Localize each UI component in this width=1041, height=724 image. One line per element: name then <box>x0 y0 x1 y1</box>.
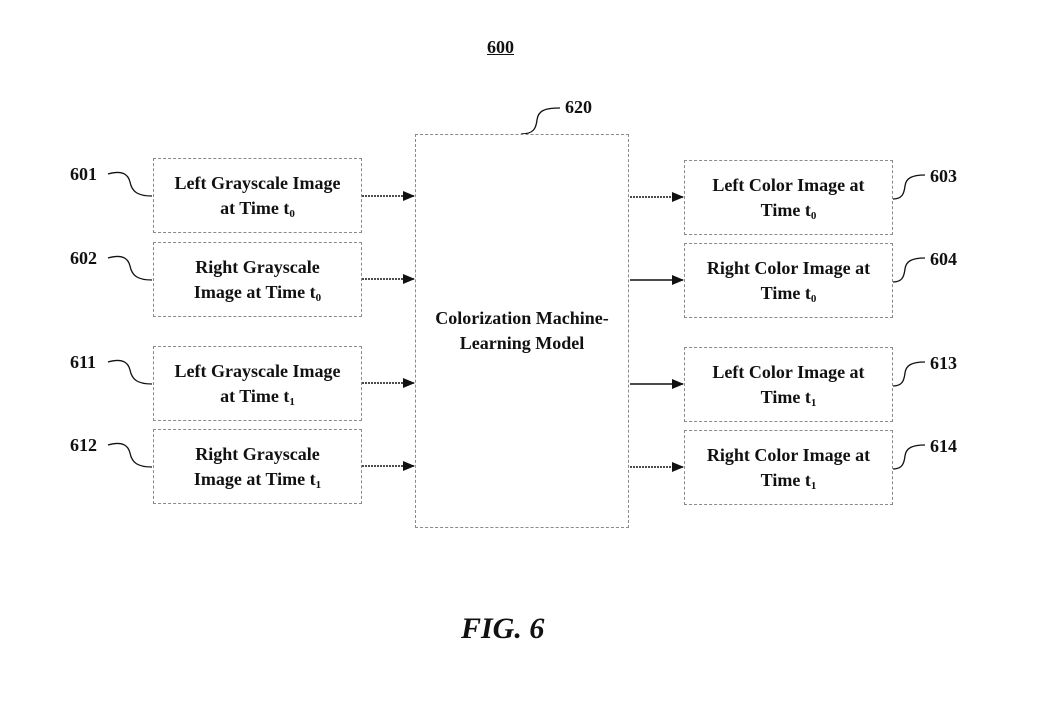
leader-611 <box>107 359 153 385</box>
output-box-line2: Time t <box>760 386 811 407</box>
model-label-line1: Colorization Machine- <box>435 308 609 328</box>
leader-613 <box>892 361 926 387</box>
leader-614 <box>892 444 926 470</box>
colorization-model-box: Colorization Machine- Learning Model <box>415 134 629 528</box>
leader-604 <box>892 257 926 283</box>
time-subscript: 0 <box>315 291 322 304</box>
ref-label-603: 603 <box>930 166 957 186</box>
output-box-line2: Time t <box>760 199 811 220</box>
output-box-line2: Time t <box>760 469 811 490</box>
output-box-line1: Right Color Image at <box>706 444 871 465</box>
input-box-line2: Image at Time t <box>193 468 316 489</box>
ref-label-601: 601 <box>70 164 97 184</box>
input-box-line1: Right Grayscale <box>195 256 320 277</box>
output-box-left-color-t0: Left Color Image at Time t0 <box>684 160 893 235</box>
time-subscript: 1 <box>810 479 817 492</box>
output-box-line2: Time t <box>760 282 811 303</box>
input-box-line2: at Time t <box>220 197 290 218</box>
time-subscript: 0 <box>810 209 817 222</box>
ref-label-611: 611 <box>70 352 97 372</box>
leader-603 <box>892 174 926 200</box>
input-box-left-grayscale-t1: Left Grayscale Image at Time t1 <box>153 346 362 421</box>
time-subscript: 1 <box>315 478 322 491</box>
input-box-line1: Left Grayscale Image <box>174 172 341 193</box>
time-subscript: 1 <box>289 395 295 408</box>
time-subscript: 0 <box>289 207 295 220</box>
ref-label-602: 602 <box>70 248 97 268</box>
leader-620 <box>520 107 561 135</box>
figure-number: 600 <box>487 37 514 57</box>
output-box-left-color-t1: Left Color Image at Time t1 <box>684 347 893 422</box>
ref-label-620: 620 <box>565 97 592 117</box>
ref-label-612: 612 <box>70 435 97 455</box>
leader-612 <box>107 442 153 468</box>
output-box-right-color-t0: Right Color Image at Time t0 <box>684 243 893 318</box>
output-box-right-color-t1: Right Color Image at Time t1 <box>684 430 893 505</box>
time-subscript: 1 <box>810 396 817 409</box>
input-box-line1: Left Grayscale Image <box>174 360 341 381</box>
ref-label-613: 613 <box>930 353 957 373</box>
figure-caption: FIG. 6 <box>461 612 545 645</box>
input-box-line1: Right Grayscale <box>195 443 320 464</box>
input-box-line2: Image at Time t <box>193 281 316 302</box>
ref-label-604: 604 <box>930 249 957 269</box>
model-label-line2: Learning Model <box>459 333 585 353</box>
input-box-right-grayscale-t0: Right Grayscale Image at Time t0 <box>153 242 362 317</box>
output-box-line1: Left Color Image at <box>712 174 865 195</box>
ref-label-614: 614 <box>930 436 957 456</box>
output-box-line1: Right Color Image at <box>706 257 871 278</box>
output-box-line1: Left Color Image at <box>712 361 865 382</box>
input-box-left-grayscale-t0: Left Grayscale Image at Time t0 <box>153 158 362 233</box>
input-box-line2: at Time t <box>220 385 290 406</box>
leader-601 <box>107 171 153 197</box>
time-subscript: 0 <box>810 292 817 305</box>
leader-602 <box>107 255 153 281</box>
input-box-right-grayscale-t1: Right Grayscale Image at Time t1 <box>153 429 362 504</box>
